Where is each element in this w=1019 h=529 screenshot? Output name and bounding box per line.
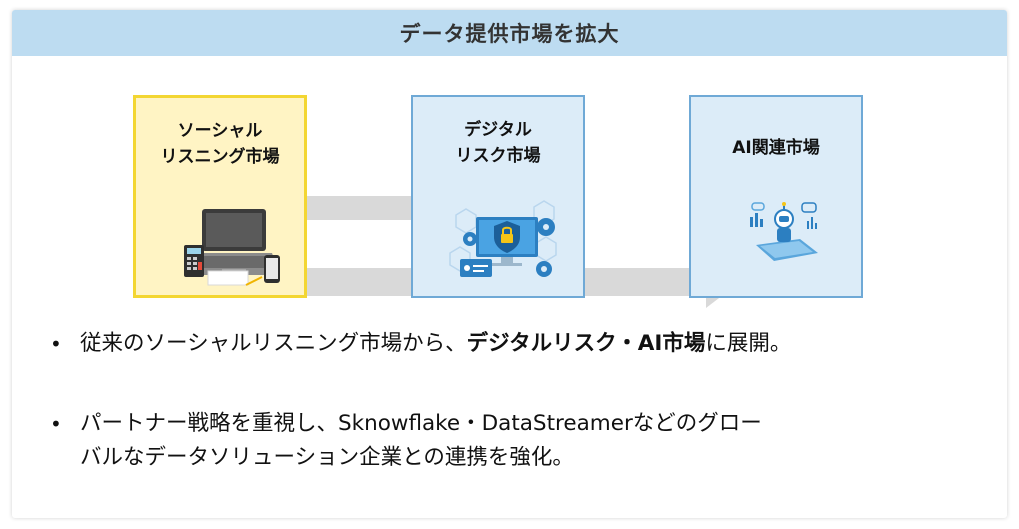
market-label-ai: AI関連市場 <box>732 138 820 158</box>
bullet-text-pre: 従来のソーシャルリスニング市場から、 <box>80 331 467 356</box>
arrow-social-to-digital <box>305 183 440 233</box>
label-line: デジタル <box>464 120 532 140</box>
market-label-social-listening: ソーシャル リスニング市場 <box>161 118 280 170</box>
bullet-text: パートナー戦略を重視し、Sknowflake・DataStreamerなどのグロ… <box>80 407 762 475</box>
label-line: リスニング市場 <box>160 147 280 167</box>
bullet-list: • 従来のソーシャルリスニング市場から、デジタルリスク・AI市場に展開。 • パ… <box>50 327 980 475</box>
laptop-calculator-phone-icon <box>184 209 280 286</box>
label-line: ソーシャル <box>177 121 263 141</box>
bullet-item: • パートナー戦略を重視し、Sknowflake・DataStreamerなどの… <box>50 407 980 475</box>
market-label-digital-risk: デジタル リスク市場 <box>456 117 541 169</box>
label-line: リスク市場 <box>455 146 541 166</box>
bullet-text: 従来のソーシャルリスニング市場から、デジタルリスク・AI市場に展開。 <box>80 327 791 361</box>
bullet-text-bold: デジタルリスク・AI市場 <box>466 331 706 356</box>
bullet-dot: • <box>50 412 62 436</box>
bullet-text-line: パートナー戦略を重視し、Sknowflake・DataStreamerなどのグロ… <box>80 411 762 436</box>
security-shield-monitor-icon <box>449 200 557 277</box>
slide-title: データ提供市場を拡大 <box>12 10 1007 56</box>
bullet-text-line: バルなデータソリューション企業との連携を強化。 <box>80 445 574 470</box>
bullet-text-post: に展開。 <box>705 331 792 356</box>
bullet-dot: • <box>50 332 62 356</box>
ai-robot-tablet-icon <box>750 202 818 261</box>
market-box-ai: AI関連市場 <box>689 95 863 298</box>
bullet-item: • 従来のソーシャルリスニング市場から、デジタルリスク・AI市場に展開。 <box>50 327 980 361</box>
